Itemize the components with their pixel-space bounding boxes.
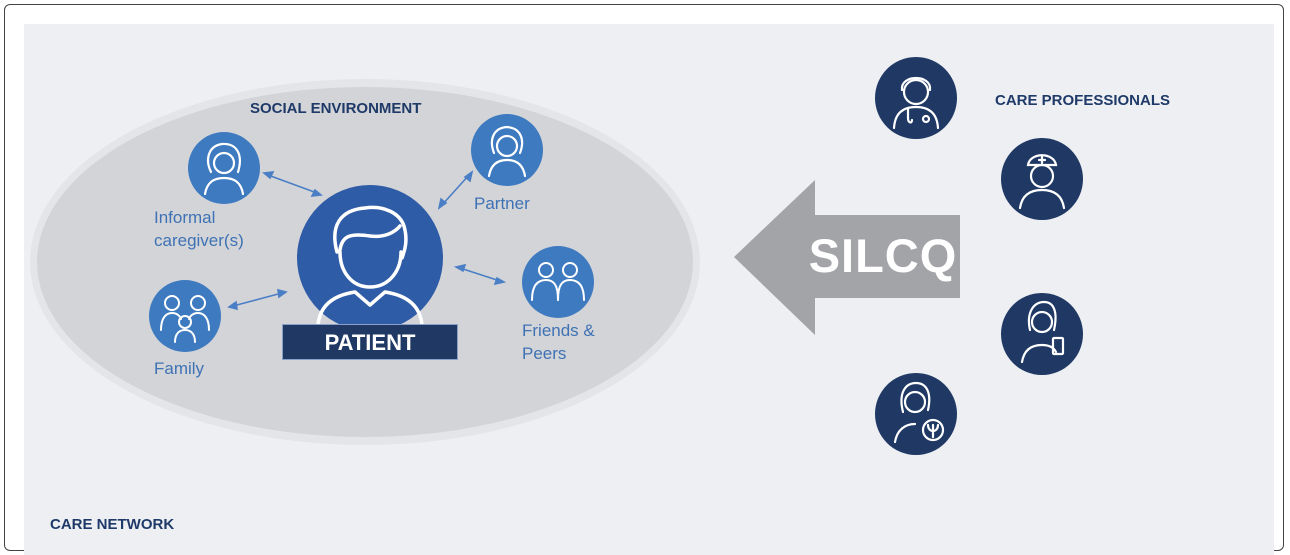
care-professionals-title: CARE PROFESSIONALS xyxy=(995,92,1171,109)
woman-icon xyxy=(203,142,245,196)
partner-node xyxy=(471,114,543,186)
people-group-icon xyxy=(531,262,585,301)
care-network-title: CARE NETWORK xyxy=(50,516,175,533)
family-label: Family xyxy=(154,359,205,378)
silcq-label: SILCQ xyxy=(808,229,958,282)
informal-caregivers-label-line2: caregiver(s) xyxy=(154,231,244,250)
family-node xyxy=(149,280,221,352)
family-icon xyxy=(160,295,210,343)
doctor-node xyxy=(875,57,957,139)
friends-peers-label-line2: Peers xyxy=(522,344,567,363)
arrow-family-patient xyxy=(227,288,288,311)
informal-caregivers-label-line1: Informal xyxy=(154,208,216,227)
patient-node xyxy=(297,185,443,331)
arrow-partner-patient xyxy=(437,170,474,210)
woman-icon xyxy=(487,125,527,178)
informal-caregivers-node xyxy=(188,132,260,204)
doctor-icon xyxy=(892,77,940,130)
nurse-node xyxy=(1001,138,1083,220)
pharmacist-node xyxy=(1001,293,1083,375)
friends-peers-node xyxy=(522,246,594,318)
friends-peers-label: Friends & Peers xyxy=(522,319,595,365)
man-icon xyxy=(316,205,424,327)
patient-label: PATIENT xyxy=(282,324,458,360)
social-environment-title: SOCIAL ENVIRONMENT xyxy=(250,100,422,117)
connector-arrows xyxy=(227,170,507,311)
pharmacist-icon xyxy=(1020,300,1065,364)
silcq-arrow xyxy=(734,180,960,335)
arrow-friends-patient xyxy=(453,263,507,286)
arrow-caregiver-patient xyxy=(262,171,323,197)
friends-peers-label-line1: Friends & xyxy=(522,321,595,340)
psychologist-icon xyxy=(893,381,945,444)
nurse-icon xyxy=(1018,154,1066,210)
partner-label: Partner xyxy=(474,194,530,213)
psychologist-node xyxy=(875,373,957,455)
informal-caregivers-label: Informal caregiver(s) xyxy=(154,206,244,252)
